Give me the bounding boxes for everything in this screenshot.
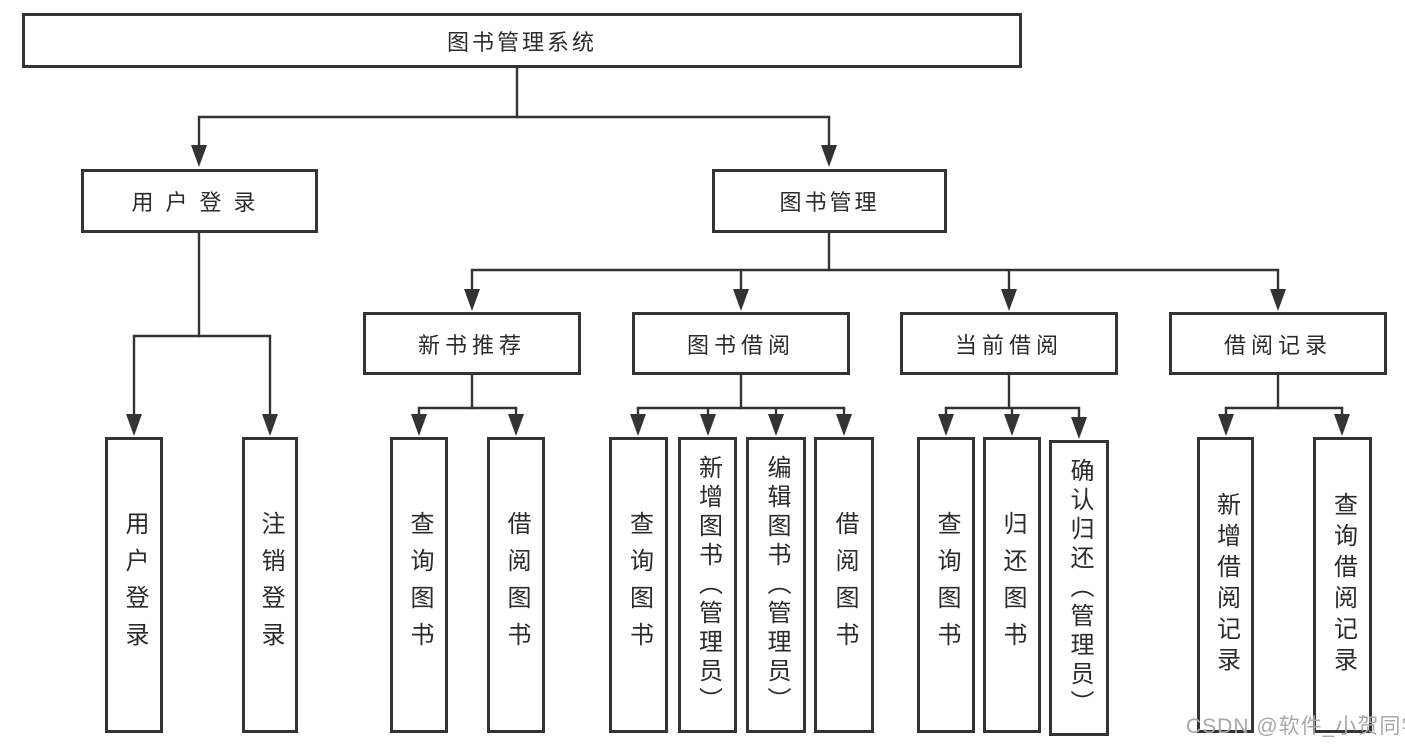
- node-logout: 注销登录: [242, 437, 298, 733]
- node-add-books-admin-label: 新增图书（管理员）: [694, 454, 722, 716]
- node-query-books-1: 查询图书: [390, 437, 448, 733]
- node-user-login-leaf: 用户登录: [105, 437, 163, 733]
- node-add-borrowing-record-label: 新增借阅记录: [1212, 492, 1240, 678]
- node-edit-books-admin: 编辑图书（管理员）: [746, 437, 806, 733]
- node-edit-books-admin-label: 编辑图书（管理员）: [763, 454, 790, 716]
- node-user-login-leaf-label: 用户登录: [121, 511, 148, 659]
- node-borrow-books-2: 借阅图书: [814, 437, 874, 733]
- node-confirm-return-admin-label: 确认归还（管理员）: [1066, 457, 1093, 719]
- node-query-books-2: 查询图书: [609, 437, 668, 733]
- node-query-books-1-label: 查询图书: [406, 511, 433, 659]
- node-current-borrowing: 当前借阅: [900, 312, 1118, 375]
- node-book-management: 图书管理: [712, 169, 947, 233]
- node-return-books-label: 归还图书: [999, 511, 1026, 659]
- node-borrow-books-1: 借阅图书: [487, 437, 545, 733]
- node-return-books: 归还图书: [983, 437, 1041, 733]
- node-borrowing-records: 借阅记录: [1169, 312, 1387, 375]
- node-confirm-return-admin: 确认归还（管理员）: [1049, 440, 1109, 736]
- node-add-borrowing-record: 新增借阅记录: [1197, 437, 1254, 733]
- node-borrow-books-2-label: 借阅图书: [831, 511, 858, 659]
- node-new-book-recommendation: 新书推荐: [363, 312, 581, 375]
- node-query-books-2-label: 查询图书: [625, 511, 653, 659]
- node-add-books-admin: 新增图书（管理员）: [678, 437, 737, 733]
- node-user-login: 用户登录: [81, 169, 318, 233]
- node-library-management-system: 图书管理系统: [22, 13, 1022, 68]
- node-logout-label: 注销登录: [257, 511, 284, 659]
- node-query-books-3-label: 查询图书: [933, 511, 960, 659]
- node-book-borrowing: 图书借阅: [632, 312, 850, 375]
- node-query-borrowing-record: 查询借阅记录: [1313, 437, 1372, 733]
- watermark: CSDN @软件_小贺同学: [1186, 715, 1405, 738]
- node-query-borrowing-record-label: 查询借阅记录: [1329, 492, 1357, 678]
- node-borrow-books-1-label: 借阅图书: [503, 511, 530, 659]
- node-query-books-3: 查询图书: [917, 437, 975, 733]
